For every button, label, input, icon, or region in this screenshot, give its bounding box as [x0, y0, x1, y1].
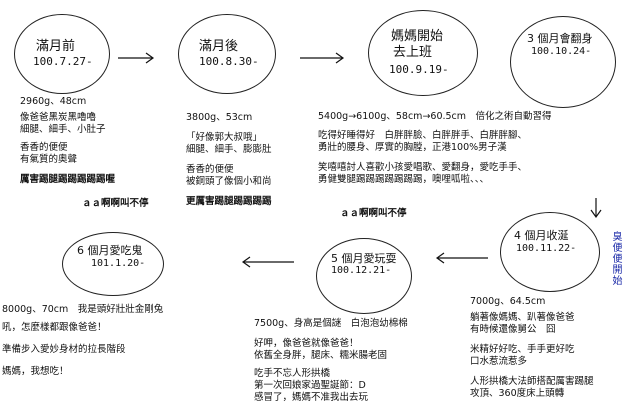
stage-ellipse-four-months: 4 個月收涎 100.11.22- — [500, 212, 600, 292]
stage6-line: 依舊全身胖，腿床、糯米腸老固 — [254, 350, 388, 361]
stage5-line: 攻頂、360度床上頭轉 — [470, 388, 565, 399]
stage-title: 5 個月愛玩耍 — [331, 252, 397, 265]
stage2-weight: 3800g、53cm — [186, 112, 253, 123]
arrow-down — [590, 198, 602, 219]
stage-ellipse-six-months: 6 個月愛吃鬼 101.1.20- — [62, 232, 164, 296]
stage5-line: 躺著像媽媽、趴著像爸爸 — [470, 312, 575, 323]
stage5-line: 有時候還像舅公 囧 — [470, 324, 556, 335]
stage-ellipse-three-months: 3 個月會翻身 100.10.24- — [510, 16, 616, 108]
stage-date: 100.10.24- — [531, 46, 592, 57]
side-note-vertical: 臭便便開始 — [612, 232, 623, 287]
stage3-line: 勇壯的腰身、厚實的胸膛，正港100%男子漢 — [318, 142, 507, 153]
stage1-line: 細腿、細手、小肚子 — [20, 124, 106, 135]
stage1-line: 香香的便便 — [20, 142, 68, 153]
stage6-line: 第一次回娘家過聖誕節：D — [254, 380, 366, 391]
arrow-right-2 — [300, 52, 345, 64]
arrow-left-1 — [435, 252, 488, 264]
stage-title: 媽媽開始 — [391, 29, 444, 44]
stage-title: 滿月前 — [36, 39, 76, 54]
stage5-line: 口水惹流惹多 — [470, 356, 528, 367]
stage1-line: 像爸爸黑炭黑嚕嚕 — [20, 112, 97, 123]
stage7-weight: 8000g、70cm 我是頭好壯壯金剛兔 — [2, 304, 164, 315]
stage5-line: 米精好好吃、手手更好吃 — [470, 344, 575, 355]
ah-note-1: ａａ啊啊叫不停 — [82, 198, 149, 209]
stage-date: 100.12.21- — [331, 265, 392, 276]
stage2-line: 更厲害踢腿踢踢踢踢 — [186, 196, 272, 207]
stage-date: 100.7.27- — [33, 55, 93, 68]
stage1-line: 有氣質的奧聲 — [20, 154, 78, 165]
stage-ellipse-after-full-month: 滿月後 100.8.30- — [178, 14, 276, 94]
stage6-line: 好呷，像爸爸就像爸爸！ — [254, 338, 359, 349]
arrow-left-2 — [241, 256, 294, 268]
stage3-line: 勇健雙腿踢踢踢踢踢踢踢，噢哩呱啦、、、 — [318, 174, 490, 185]
stage2-line: 「好像郭大叔哦」 — [186, 132, 263, 143]
stage-title-line2: 去上班 — [393, 45, 433, 60]
stage7-line: 準備步入愛妙身材的拉長階段 — [2, 344, 126, 355]
stage-date: 100.9.19- — [389, 63, 449, 76]
stage6-weight: 7500g、身高是個謎 白泡泡幼棉棉 — [254, 318, 408, 329]
stage6-line: 吃手不忘人形拱橋 — [254, 368, 331, 379]
stage2-line: 細腿、細手、膨膨肚 — [186, 144, 272, 155]
stage-ellipse-five-months: 5 個月愛玩耍 100.12.21- — [316, 238, 412, 314]
stage5-line: 人形拱橋大法師搭配厲害踢腿 — [470, 376, 594, 387]
stage-title: 滿月後 — [199, 39, 239, 54]
arrow-right-1 — [118, 52, 155, 64]
stage7-line: 媽媽，我想吃！ — [2, 366, 69, 377]
stage-date: 100.8.30- — [199, 55, 259, 68]
stage7-line: 吼，怎麼樣都跟像爸爸！ — [2, 322, 107, 333]
stage-date: 101.1.20- — [91, 258, 146, 269]
stage2-line: 被銅頭了像個小和尚 — [186, 176, 272, 187]
stage-title: 6 個月愛吃鬼 — [77, 244, 143, 257]
stage5-weight: 7000g、64.5cm — [470, 296, 546, 307]
stage1-weight: 2960g、48cm — [20, 96, 87, 107]
stage-title: 4 個月收涎 — [514, 229, 569, 242]
stage1-line: 厲害踢腿踢踢踢踢踢喔 — [20, 174, 116, 185]
stage3-line: 吃得好睡得好 白胖胖臉、白胖胖手、白胖胖腳、 — [318, 130, 528, 141]
stage3-weight: 5400g→6100g、58cm→60.5cm 倍化之術自動習得 — [318, 111, 552, 122]
stage6-line: 感冒了，媽媽不准我出去玩 — [254, 392, 369, 403]
stage-ellipse-before-full-month: 滿月前 100.7.27- — [14, 14, 110, 94]
stage-title: 3 個月會翻身 — [527, 32, 593, 45]
stage3-line: 笑嘻嘻討人喜歡小孩愛唱歌、愛翻身，愛吃手手、 — [318, 162, 528, 173]
stage2-line: 香香的便便 — [186, 164, 234, 175]
stage-ellipse-mom-work: 媽媽開始 去上班 100.9.19- — [368, 10, 478, 96]
stage-date: 100.11.22- — [516, 243, 577, 254]
ah-note-2: ａａ啊啊叫不停 — [340, 208, 407, 219]
